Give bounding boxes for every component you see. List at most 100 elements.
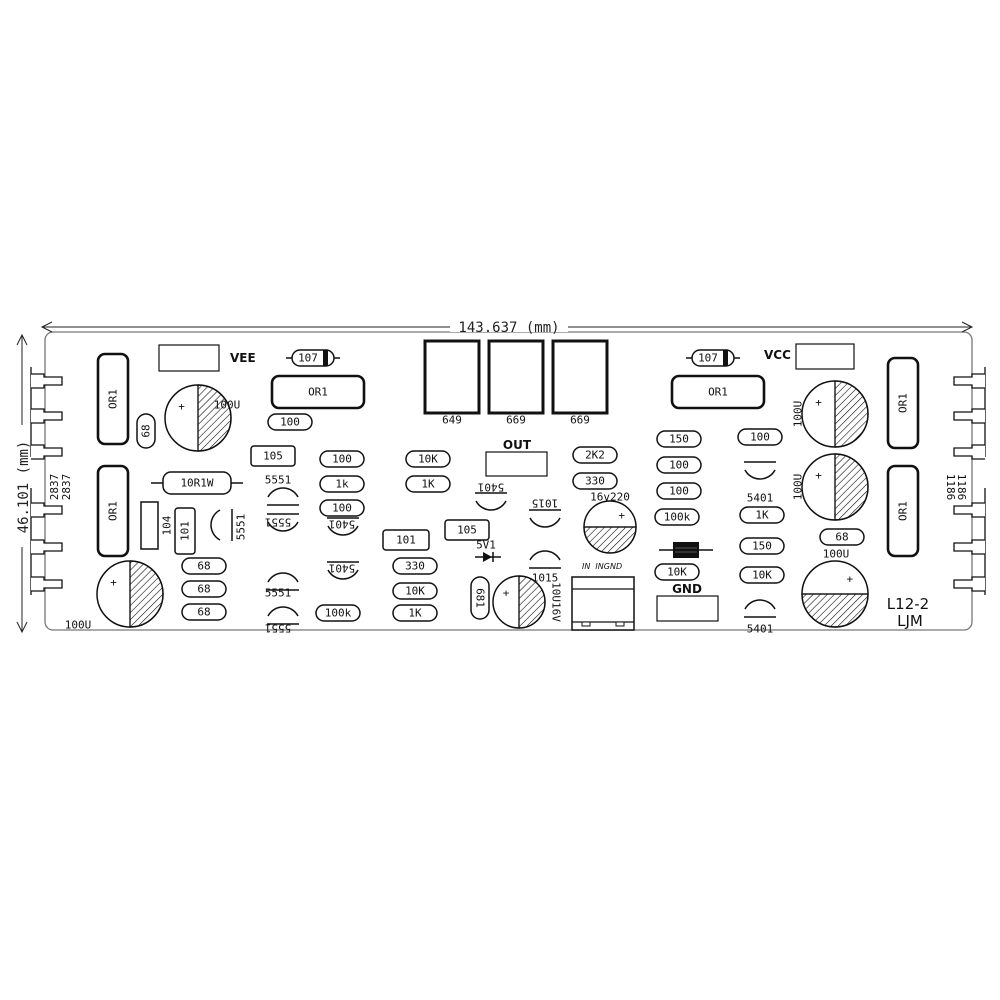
svg-text:100: 100 — [669, 485, 689, 498]
svg-text:+: + — [178, 400, 185, 413]
left-transistor-label-1: 2837 — [48, 474, 61, 501]
svg-text:+: + — [618, 509, 625, 522]
svg-text:150: 150 — [669, 433, 689, 446]
svg-text:100U: 100U — [214, 399, 241, 412]
resistor: 1K — [392, 604, 438, 622]
gnd-terminal — [656, 595, 719, 622]
svg-text:10K: 10K — [405, 585, 425, 598]
svg-text:10U16V: 10U16V — [550, 582, 563, 622]
resistor: 100k — [315, 604, 361, 622]
svg-text:100: 100 — [750, 431, 770, 444]
resistor: 1K — [405, 475, 451, 493]
resistor: 68 — [819, 528, 865, 546]
power-resistor-or1: OR1 — [670, 374, 766, 410]
svg-text:105: 105 — [263, 450, 283, 463]
power-resistor-or1: OR1 — [886, 464, 920, 558]
transistor-to92: 1015 — [529, 550, 561, 585]
svg-text:100U: 100U — [65, 619, 92, 632]
svg-text:10K: 10K — [667, 566, 687, 579]
resistor: 150 — [656, 430, 702, 448]
svg-text:330: 330 — [585, 475, 605, 488]
electrolytic-capacitor: +100U — [801, 548, 869, 628]
ceramic-capacitor: 101 — [174, 507, 196, 555]
svg-text:68: 68 — [197, 583, 210, 596]
vcc-terminal — [795, 343, 855, 370]
electrolytic-capacitors: +100U +100U +100U +100U +100U +10U16V +16v220 — [65, 380, 869, 632]
ceramic-capacitor: 105 — [444, 519, 490, 541]
small-resistors: 68 100 100 1k 100 100k 68 68 68 10K 1K 330 10K 1K 2K2 3… — [136, 413, 865, 622]
resistor: 100 — [319, 499, 365, 517]
svg-text:5551: 5551 — [265, 474, 292, 487]
svg-text:68: 68 — [140, 424, 153, 437]
svg-text:10K: 10K — [752, 569, 772, 582]
svg-text:5551: 5551 — [235, 514, 248, 541]
ceramic-capacitor: 101 — [382, 529, 430, 551]
svg-text:100: 100 — [280, 416, 300, 429]
svg-text:100k: 100k — [664, 511, 691, 524]
resistor: 10K — [392, 582, 438, 600]
svg-text:1K: 1K — [421, 478, 435, 491]
svg-text:101: 101 — [179, 521, 192, 541]
resistor: 68 — [181, 603, 227, 621]
transistor-to92: 5401 — [475, 481, 507, 511]
power-resistor-or1: OR1 — [96, 352, 130, 446]
electrolytic-capacitor: +16v220 — [583, 491, 637, 554]
svg-text:+: + — [503, 586, 510, 599]
resistor: 100k — [654, 508, 700, 526]
board-model-label: L12-2 — [887, 595, 929, 613]
svg-text:2K2: 2K2 — [585, 449, 605, 462]
svg-text:100U: 100U — [792, 401, 805, 428]
electrolytic-capacitor: +10U16V — [492, 575, 563, 629]
resistor: 68 — [181, 580, 227, 598]
svg-text:+: + — [110, 576, 117, 589]
terminal-blocks — [158, 343, 855, 631]
small-signal-transistors: 5551555155515551540154015401101510155401… — [210, 461, 776, 636]
resistor: 1k — [319, 475, 365, 493]
resistor: 1K — [739, 506, 785, 524]
input-pin-labels: IN INGND — [582, 562, 622, 571]
svg-text:OR1: OR1 — [897, 393, 910, 413]
svg-text:105: 105 — [457, 524, 477, 537]
svg-text:10R1W: 10R1W — [180, 477, 213, 490]
resistor: 330 — [392, 557, 438, 575]
vcc-label: VCC — [764, 348, 791, 362]
svg-text:5401: 5401 — [329, 562, 356, 575]
resistor: 100 — [319, 450, 365, 468]
resistor: 10K — [405, 450, 451, 468]
svg-text:100: 100 — [332, 502, 352, 515]
svg-text:+: + — [815, 396, 822, 409]
axial-resistor-10r1w: 10R1W — [151, 471, 243, 495]
out-terminal — [485, 451, 548, 477]
transistor-to92: 5401 — [327, 517, 359, 536]
rectifier-diode — [659, 542, 713, 558]
board-maker-label: LJM — [897, 612, 923, 630]
resistor: 330 — [572, 472, 618, 490]
output-transistor: 669 — [487, 339, 545, 427]
svg-text:100k: 100k — [325, 607, 352, 620]
power-resistor-or1: OR1 — [886, 356, 920, 450]
svg-text:5551: 5551 — [265, 516, 292, 529]
diode-107: 107 — [286, 349, 340, 367]
svg-text:5V1: 5V1 — [476, 539, 496, 552]
svg-text:OR1: OR1 — [107, 389, 120, 409]
transistor-to92: 5551 — [265, 572, 299, 600]
resistor: 100 — [656, 482, 702, 500]
power-resistor-or1: OR1 — [270, 374, 366, 410]
svg-text:1k: 1k — [335, 478, 349, 491]
transistor-to92: 5551 — [210, 509, 248, 541]
svg-text:1015: 1015 — [532, 572, 559, 585]
transistor-to92: 5401 — [744, 461, 776, 505]
svg-text:330: 330 — [405, 560, 425, 573]
svg-text:669: 669 — [570, 414, 590, 427]
svg-text:107: 107 — [698, 352, 718, 365]
right-transistor-label-1: 1186 — [944, 474, 957, 501]
resistor: 10K — [739, 566, 785, 584]
resistor: 150 — [739, 537, 785, 555]
svg-text:OR1: OR1 — [107, 501, 120, 521]
svg-text:100: 100 — [669, 459, 689, 472]
svg-text:100: 100 — [332, 453, 352, 466]
svg-text:100U: 100U — [792, 474, 805, 501]
svg-text:681: 681 — [474, 588, 487, 608]
